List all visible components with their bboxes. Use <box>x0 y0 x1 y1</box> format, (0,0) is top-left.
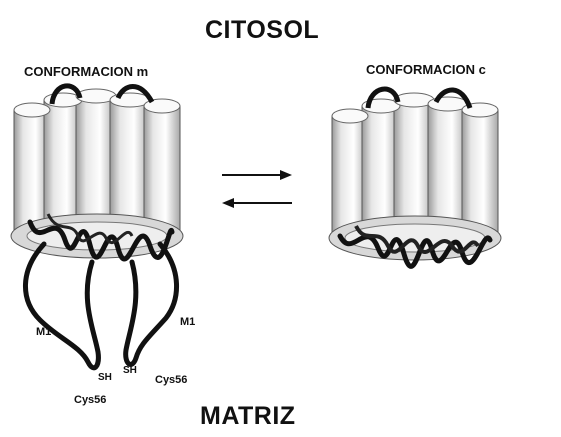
cys56-label-left: Cys56 <box>74 394 106 406</box>
conformation-c-complex <box>329 89 501 266</box>
m1-loop-right <box>126 244 177 364</box>
cytosol-title: CITOSOL <box>205 16 319 45</box>
equilibrium-arrows <box>222 170 292 208</box>
cys56-label-right: Cys56 <box>155 374 187 386</box>
cylinder-bundle-right <box>329 93 501 260</box>
m1-label-left: M1 <box>36 326 51 338</box>
conformation-m-label: CONFORMACION m <box>24 64 148 79</box>
conformation-c-label: CONFORMACION c <box>366 62 486 77</box>
matrix-title: MATRIZ <box>200 402 296 431</box>
sh-label-right: SH <box>123 365 137 376</box>
m1-loop-left <box>25 244 98 368</box>
m1-label-right: M1 <box>180 316 195 328</box>
sh-label-left: SH <box>98 372 112 383</box>
